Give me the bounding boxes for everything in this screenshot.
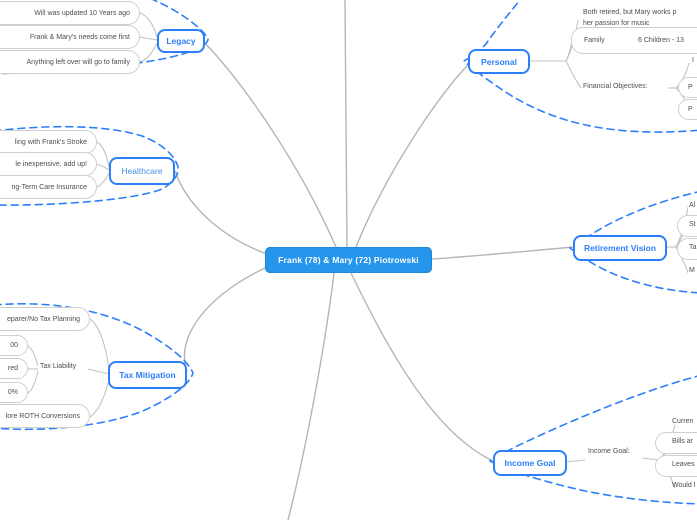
topic-label: P xyxy=(688,84,693,91)
topic-income-item-3[interactable]: Leaves xyxy=(672,461,695,468)
topic-healthcare-item-3[interactable]: ng-Term Care Insurance xyxy=(0,175,97,199)
topic-tax-item-bottom[interactable]: lore ROTH Conversions xyxy=(0,404,90,428)
topic-label: le inexpensive, add up! xyxy=(15,160,87,168)
topic-income-item-4[interactable]: Would l xyxy=(672,482,696,489)
node-retirement-vision[interactable]: Retirement Vision xyxy=(573,235,667,261)
node-personal[interactable]: Personal xyxy=(468,49,530,74)
connector-center-bottom-offscreen xyxy=(287,272,335,520)
topic-personal-note[interactable]: Both retired, but Mary works p her passi… xyxy=(583,7,676,29)
topic-financial-item-1[interactable]: I xyxy=(692,57,694,64)
topic-income-item-1[interactable]: Curren xyxy=(672,418,694,425)
connector-legacy-item xyxy=(139,12,158,38)
node-label: Healthcare xyxy=(121,166,163,176)
node-label: Retirement Vision xyxy=(583,243,657,253)
family-value: 6 Children - 13 xyxy=(638,37,684,44)
node-label: Legacy xyxy=(166,36,196,46)
topic-legacy-item-2[interactable]: Frank & Mary's needs come first xyxy=(0,25,140,49)
topic-financial-item-2[interactable]: P xyxy=(678,77,697,98)
boundary-personal xyxy=(462,0,697,133)
connector-center-top-offscreen xyxy=(344,0,348,248)
topic-income-goal-label[interactable]: Income Goal: xyxy=(588,448,630,455)
topic-retirement-item-1[interactable]: Al xyxy=(689,202,696,209)
connector-center-retirement xyxy=(431,246,575,260)
topic-income-item-2-bubble[interactable] xyxy=(655,432,697,454)
topic-income-item-3-bubble[interactable] xyxy=(655,455,697,477)
connector-center-legacy xyxy=(203,41,337,248)
topic-personal-family[interactable]: Family 6 Children - 13 xyxy=(571,27,697,54)
node-healthcare[interactable]: Healthcare xyxy=(109,157,175,185)
topic-label: eparer/No Tax Planning xyxy=(6,315,80,323)
node-label: Personal xyxy=(481,56,517,67)
topic-retirement-item-3-bubble[interactable] xyxy=(677,238,697,260)
node-label: Tax Mitigation xyxy=(119,370,176,380)
node-label: Income Goal xyxy=(504,458,556,468)
topic-tax-liability-item-1[interactable]: 00 xyxy=(0,335,28,356)
topic-tax-item-top[interactable]: eparer/No Tax Planning xyxy=(0,307,90,331)
topic-tax-liability[interactable]: Tax Liability xyxy=(40,363,77,370)
topic-retirement-item-2[interactable]: St xyxy=(689,221,696,228)
connector-tax-item xyxy=(89,318,110,370)
connector-financial-item xyxy=(675,62,690,89)
connector-tax-liability-item xyxy=(27,345,39,367)
boundary-tax xyxy=(0,303,194,431)
node-legacy[interactable]: Legacy xyxy=(157,29,205,53)
topic-legacy-item-1[interactable]: Will was updated 10 Years ago xyxy=(0,1,140,25)
topic-income-item-2[interactable]: Bills ar xyxy=(672,438,694,445)
connector-tax-item xyxy=(89,379,110,418)
topic-label: ng-Term Care Insurance xyxy=(11,183,87,191)
connector-center-personal xyxy=(355,63,470,248)
boundary-healthcare xyxy=(0,125,179,206)
topic-retirement-item-4[interactable]: M xyxy=(689,267,695,274)
boundary-income xyxy=(488,375,697,505)
topic-legacy-item-3[interactable]: Anything left over will go to family xyxy=(0,50,140,74)
connector-center-healthcare xyxy=(174,170,268,255)
note-line: Both retired, but Mary works p xyxy=(583,9,677,16)
node-label: Frank (78) & Mary (72) Piotrowski xyxy=(278,255,419,265)
connector-healthcare-item xyxy=(96,172,110,188)
node-tax-mitigation[interactable]: Tax Mitigation xyxy=(108,361,187,389)
topic-label: Frank & Mary's needs come first xyxy=(29,33,130,41)
connector-legacy-item xyxy=(139,42,158,63)
topic-retirement-item-3[interactable]: Ta xyxy=(689,244,697,251)
connector-personal-item xyxy=(565,60,582,89)
connector-tax-item xyxy=(87,368,110,375)
connector-healthcare-item xyxy=(96,141,110,168)
topic-tax-liability-item-2[interactable]: red xyxy=(0,358,28,379)
connector-center-income xyxy=(350,272,494,462)
topic-financial-objectives[interactable]: Financial Objectives: xyxy=(583,83,648,90)
family-label: Family xyxy=(584,37,605,44)
topic-label: P xyxy=(688,106,693,113)
node-central-topic[interactable]: Frank (78) & Mary (72) Piotrowski xyxy=(265,247,432,273)
topic-label: Will was updated 10 Years ago xyxy=(34,9,130,17)
topic-label: Anything left over will go to family xyxy=(26,58,131,66)
topic-label: red xyxy=(7,365,18,372)
connector-healthcare-item xyxy=(96,163,110,171)
topic-label: 0% xyxy=(7,389,18,396)
topic-tax-liability-item-3[interactable]: 0% xyxy=(0,382,28,403)
topic-label: ling with Frank's Stroke xyxy=(14,138,87,146)
topic-label: lore ROTH Conversions xyxy=(5,412,80,420)
node-income-goal[interactable]: Income Goal xyxy=(493,450,567,476)
note-line: her passion for music xyxy=(583,20,650,27)
connector-legacy-item xyxy=(139,36,158,41)
connector-center-tax xyxy=(183,265,270,372)
connector-income-label xyxy=(565,459,586,463)
topic-healthcare-item-1[interactable]: ling with Frank's Stroke xyxy=(0,130,97,154)
topic-retirement-item-2-bubble[interactable] xyxy=(677,215,697,237)
topic-healthcare-item-2[interactable]: le inexpensive, add up! xyxy=(0,152,97,176)
boundary-retirement xyxy=(568,191,697,294)
connector-tax-liability-item xyxy=(27,370,39,394)
topic-label: 00 xyxy=(10,342,18,349)
topic-financial-item-3[interactable]: P xyxy=(678,99,697,120)
